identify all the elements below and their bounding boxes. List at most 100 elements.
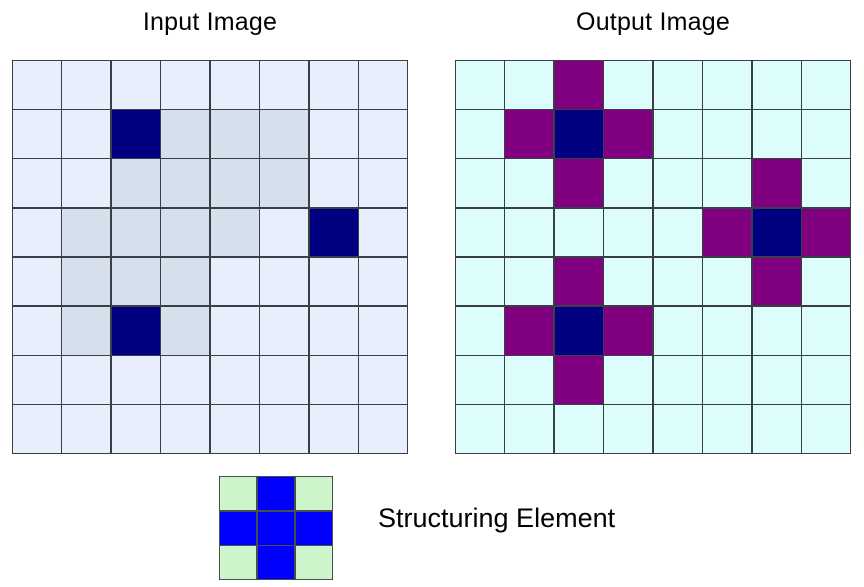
grid-cell [257,546,295,579]
grid-cell [505,110,554,158]
grid-cell [62,110,111,158]
grid-cell [309,61,358,109]
grid-cell [703,356,752,404]
grid-cell [210,405,259,453]
grid-cell [295,511,332,545]
grid-cell [505,61,554,109]
grid-cell [653,61,702,109]
grid-cell [802,306,850,355]
grid-cell [295,477,332,510]
grid-cell [604,208,653,257]
grid-cell [111,405,160,453]
grid-cell [554,306,603,355]
grid-cell [13,356,61,404]
grid-cell [802,159,850,208]
grid-cell [161,110,210,158]
grid-cell [13,306,61,355]
grid-cell [220,546,257,579]
grid-cell [111,110,160,158]
grid-cell [260,356,309,404]
grid-cell [456,110,504,158]
grid-cell [62,159,111,208]
grid-cell [653,306,702,355]
grid-cell [802,356,850,404]
grid-cell [260,159,309,208]
grid-cell [210,159,259,208]
grid-cell [703,208,752,257]
grid-cell [604,61,653,109]
grid-cell [309,110,358,158]
grid-cell [210,110,259,158]
grid-cell [260,110,309,158]
grid-cell [505,257,554,306]
grid-cell [554,356,603,404]
grid-cell [653,257,702,306]
grid-cell [161,208,210,257]
grid-cell [703,61,752,109]
grid-cell [359,208,407,257]
grid-cell [802,61,850,109]
grid-cell [653,208,702,257]
grid-cell [554,110,603,158]
grid-cell [309,306,358,355]
grid-cell [220,511,257,545]
grid-cell [309,405,358,453]
grid-cell [309,208,358,257]
grid-cell [802,257,850,306]
grid-cell [752,61,801,109]
grid-cell [62,61,111,109]
grid-cell [260,208,309,257]
grid-cell [210,356,259,404]
grid-cell [161,61,210,109]
grid-cell [257,511,295,545]
grid-cell [13,159,61,208]
grid-cell [111,306,160,355]
output-image-title: Output Image [576,8,730,36]
grid-cell [62,356,111,404]
grid-cell [13,110,61,158]
grid-cell [359,110,407,158]
grid-cell [456,405,504,453]
grid-cell [505,159,554,208]
grid-cell [554,159,603,208]
grid-cell [359,306,407,355]
grid-cell [359,257,407,306]
grid-cell [359,356,407,404]
input-image-grid [12,60,408,454]
grid-cell [309,257,358,306]
grid-cell [13,61,61,109]
grid-cell [802,110,850,158]
grid-cell [161,306,210,355]
grid-cell [505,208,554,257]
grid-cell [456,356,504,404]
grid-cell [257,477,295,510]
grid-cell [653,405,702,453]
grid-cell [210,61,259,109]
grid-cell [604,306,653,355]
grid-cell [62,306,111,355]
grid-cell [13,405,61,453]
grid-cell [505,356,554,404]
grid-cell [309,159,358,208]
grid-cell [604,257,653,306]
grid-cell [456,306,504,355]
grid-cell [456,159,504,208]
grid-cell [604,405,653,453]
grid-cell [161,356,210,404]
grid-cell [703,306,752,355]
grid-cell [653,110,702,158]
grid-cell [260,405,309,453]
grid-cell [703,110,752,158]
grid-cell [703,405,752,453]
grid-cell [111,356,160,404]
grid-cell [111,61,160,109]
grid-cell [111,208,160,257]
grid-cell [752,306,801,355]
grid-cell [604,159,653,208]
grid-cell [802,208,850,257]
grid-cell [752,257,801,306]
grid-cell [359,159,407,208]
grid-cell [161,159,210,208]
grid-cell [505,405,554,453]
grid-cell [210,208,259,257]
